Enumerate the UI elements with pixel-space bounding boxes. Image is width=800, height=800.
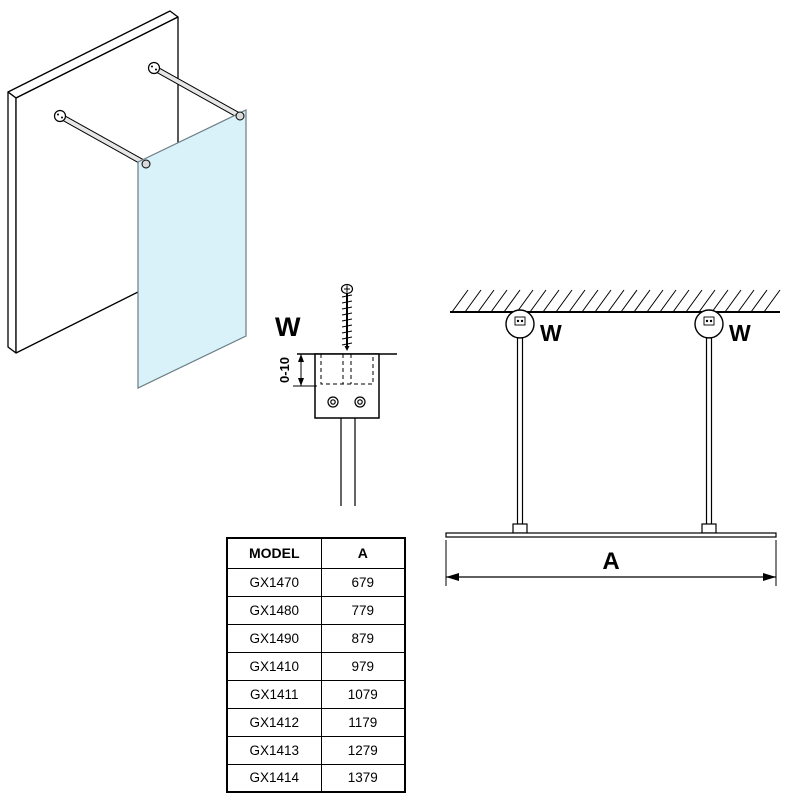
left-mount-label: W: [540, 320, 562, 346]
a-value-cell: 1379: [320, 763, 406, 793]
detail-label: W: [275, 312, 301, 342]
width-dimension-label: A: [602, 548, 619, 575]
a-value-cell: 879: [320, 623, 406, 653]
table-header-row: MODEL A: [226, 537, 406, 569]
screw-icon: [340, 283, 354, 351]
a-value-cell: 1179: [320, 707, 406, 737]
right-mount-label: W: [729, 320, 751, 346]
a-value-cell: 979: [320, 651, 406, 681]
a-value-cell: 779: [320, 595, 406, 625]
left-ceiling-mount: [505, 309, 535, 339]
model-cell: GX1411: [226, 679, 322, 709]
model-cell: GX1413: [226, 735, 322, 765]
mounting-bracket: [314, 353, 380, 419]
width-dimension: [445, 540, 777, 586]
set-screws: [327, 396, 366, 408]
support-bars: [512, 337, 717, 534]
model-cell: GX1470: [226, 567, 322, 597]
a-value-cell: 1279: [320, 735, 406, 765]
front-view: W W A: [445, 289, 781, 586]
model-cell: GX1410: [226, 651, 322, 681]
model-cell: GX1480: [226, 595, 322, 625]
a-value-cell: 679: [320, 567, 406, 597]
adjustment-dimension: [293, 354, 317, 387]
model-column-header: MODEL: [226, 537, 322, 569]
ceiling: [450, 289, 781, 313]
model-cell: GX1414: [226, 763, 322, 793]
isometric-view: [7, 10, 247, 389]
a-value-cell: 1079: [320, 679, 406, 709]
adjustment-dimension-label: 0-10: [277, 357, 292, 383]
glass-panel: [137, 109, 247, 389]
bracket-detail-view: W 0: [275, 283, 397, 506]
a-column-header: A: [320, 537, 406, 569]
glass-top-edge: [445, 532, 777, 538]
glass-clamps: [141, 111, 245, 169]
model-cell: GX1490: [226, 623, 322, 653]
wall-mount-plate: [53, 109, 67, 123]
model-cell: GX1412: [226, 707, 322, 737]
glass-edge-lines: [340, 418, 356, 506]
right-ceiling-mount: [694, 309, 724, 339]
wall-mount-plate: [147, 61, 161, 75]
support-bar-right: [147, 61, 242, 119]
